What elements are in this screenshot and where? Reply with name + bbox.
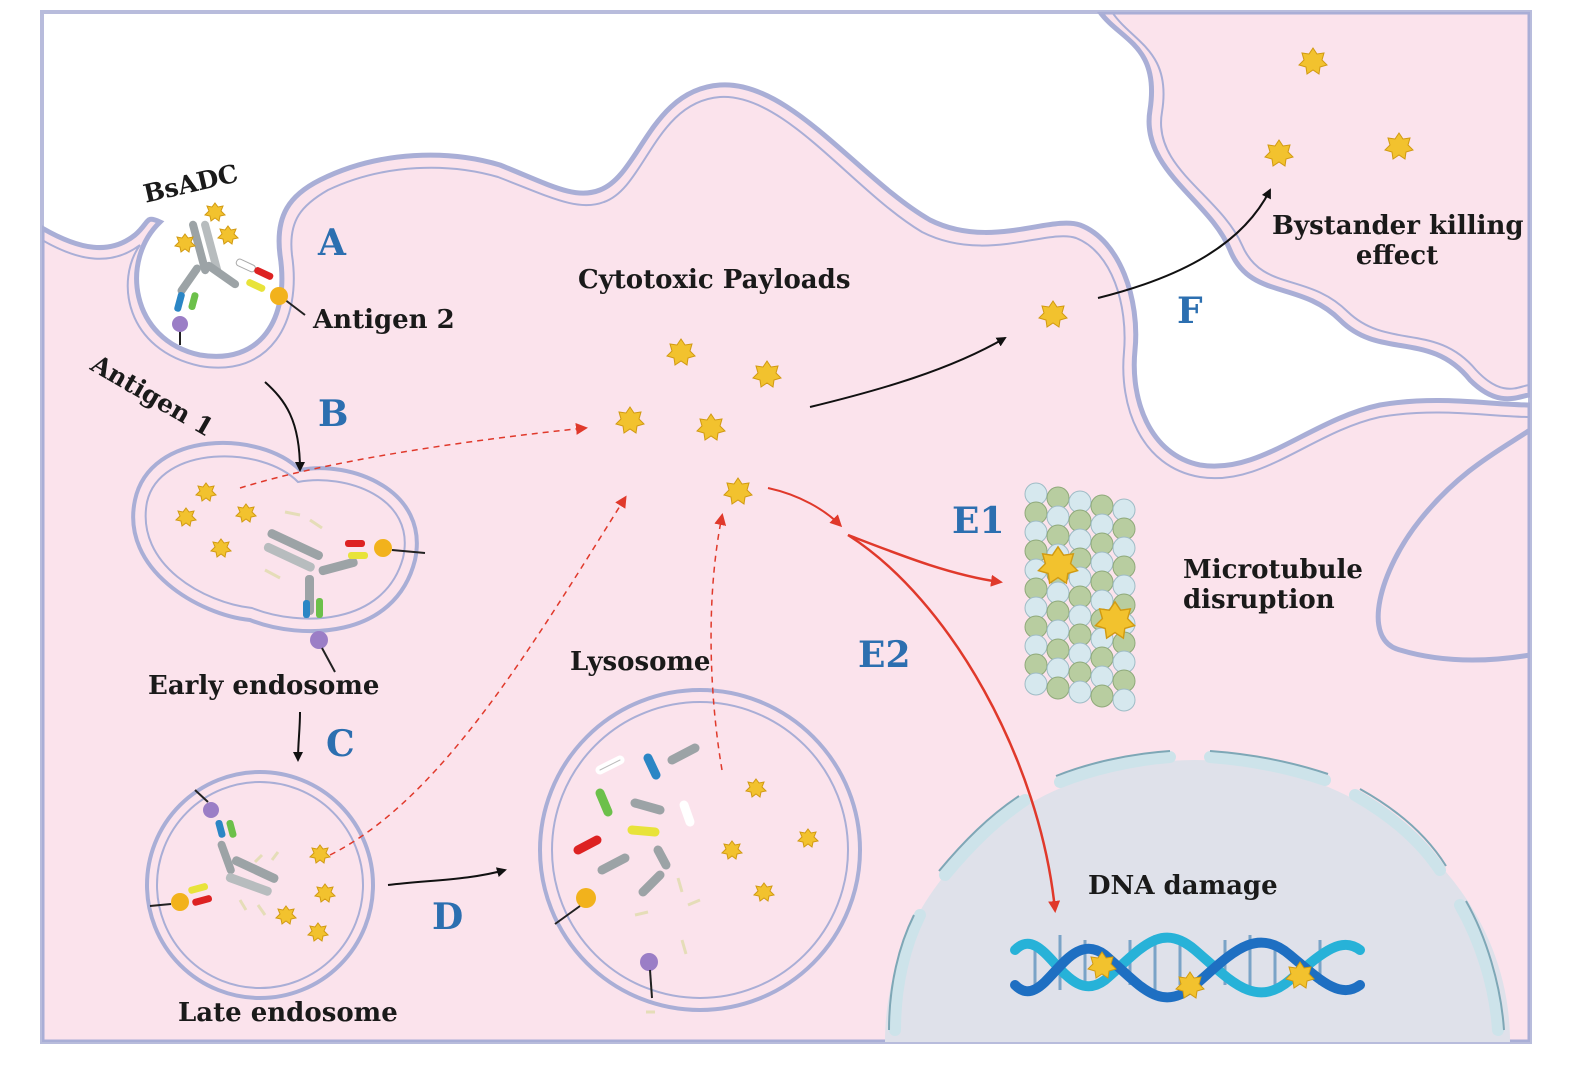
late-endosome: [145, 770, 375, 1000]
neighbor-cell-inner-membrane: [1111, 12, 1530, 390]
step-d-label: D: [432, 896, 464, 938]
main-cell-inner-membrane: [42, 95, 1530, 480]
tubulin-subunit: [1046, 676, 1070, 700]
tubulin-subunit: [1090, 684, 1114, 708]
nuclear-envelope: [889, 751, 1504, 1036]
tubulin-subunit: [1024, 672, 1048, 696]
nuclear-envelope-outline: [888, 750, 1505, 1031]
bsadc-antibody: [172, 202, 306, 345]
dna-damage-label: DNA damage: [1088, 871, 1278, 901]
late-endosome-label: Late endosome: [178, 998, 398, 1028]
step-e1-label: E1: [952, 500, 1005, 542]
step-c-label: C: [326, 723, 355, 765]
process-arrows: [239, 188, 1271, 913]
cytotoxic-payloads-label: Cytotoxic Payloads: [578, 265, 851, 295]
step-b-label: B: [318, 393, 349, 435]
bystander-killing-label: Bystander killing effect: [1272, 211, 1524, 272]
tubulin-subunit: [1068, 680, 1092, 704]
step-f-label: F: [1177, 290, 1203, 332]
early-endosome-label: Early endosome: [148, 671, 380, 701]
microtubule-disruption-line-2: disruption: [1183, 584, 1335, 615]
step-e2-label: E2: [858, 634, 911, 676]
bystander-killing-line-2: effect: [1355, 240, 1439, 271]
lysosome: [538, 688, 862, 1014]
tubulin-subunit: [1112, 688, 1136, 712]
microtubule: [1024, 482, 1136, 712]
early-endosome: [131, 440, 426, 673]
microtubule-disruption-label: Microtubule disruption: [1183, 555, 1363, 616]
bystander-killing-line-1: Bystander killing: [1272, 211, 1524, 241]
neighbor-cell: [1096, 12, 1530, 402]
lysosome-label: Lysosome: [570, 647, 711, 677]
step-a-label: A: [318, 222, 346, 264]
lower-right-cell-edge: [1375, 427, 1530, 663]
antigen2-label: Antigen 2: [313, 305, 455, 335]
microtubule-disruption-line-1: Microtubule: [1183, 555, 1363, 585]
